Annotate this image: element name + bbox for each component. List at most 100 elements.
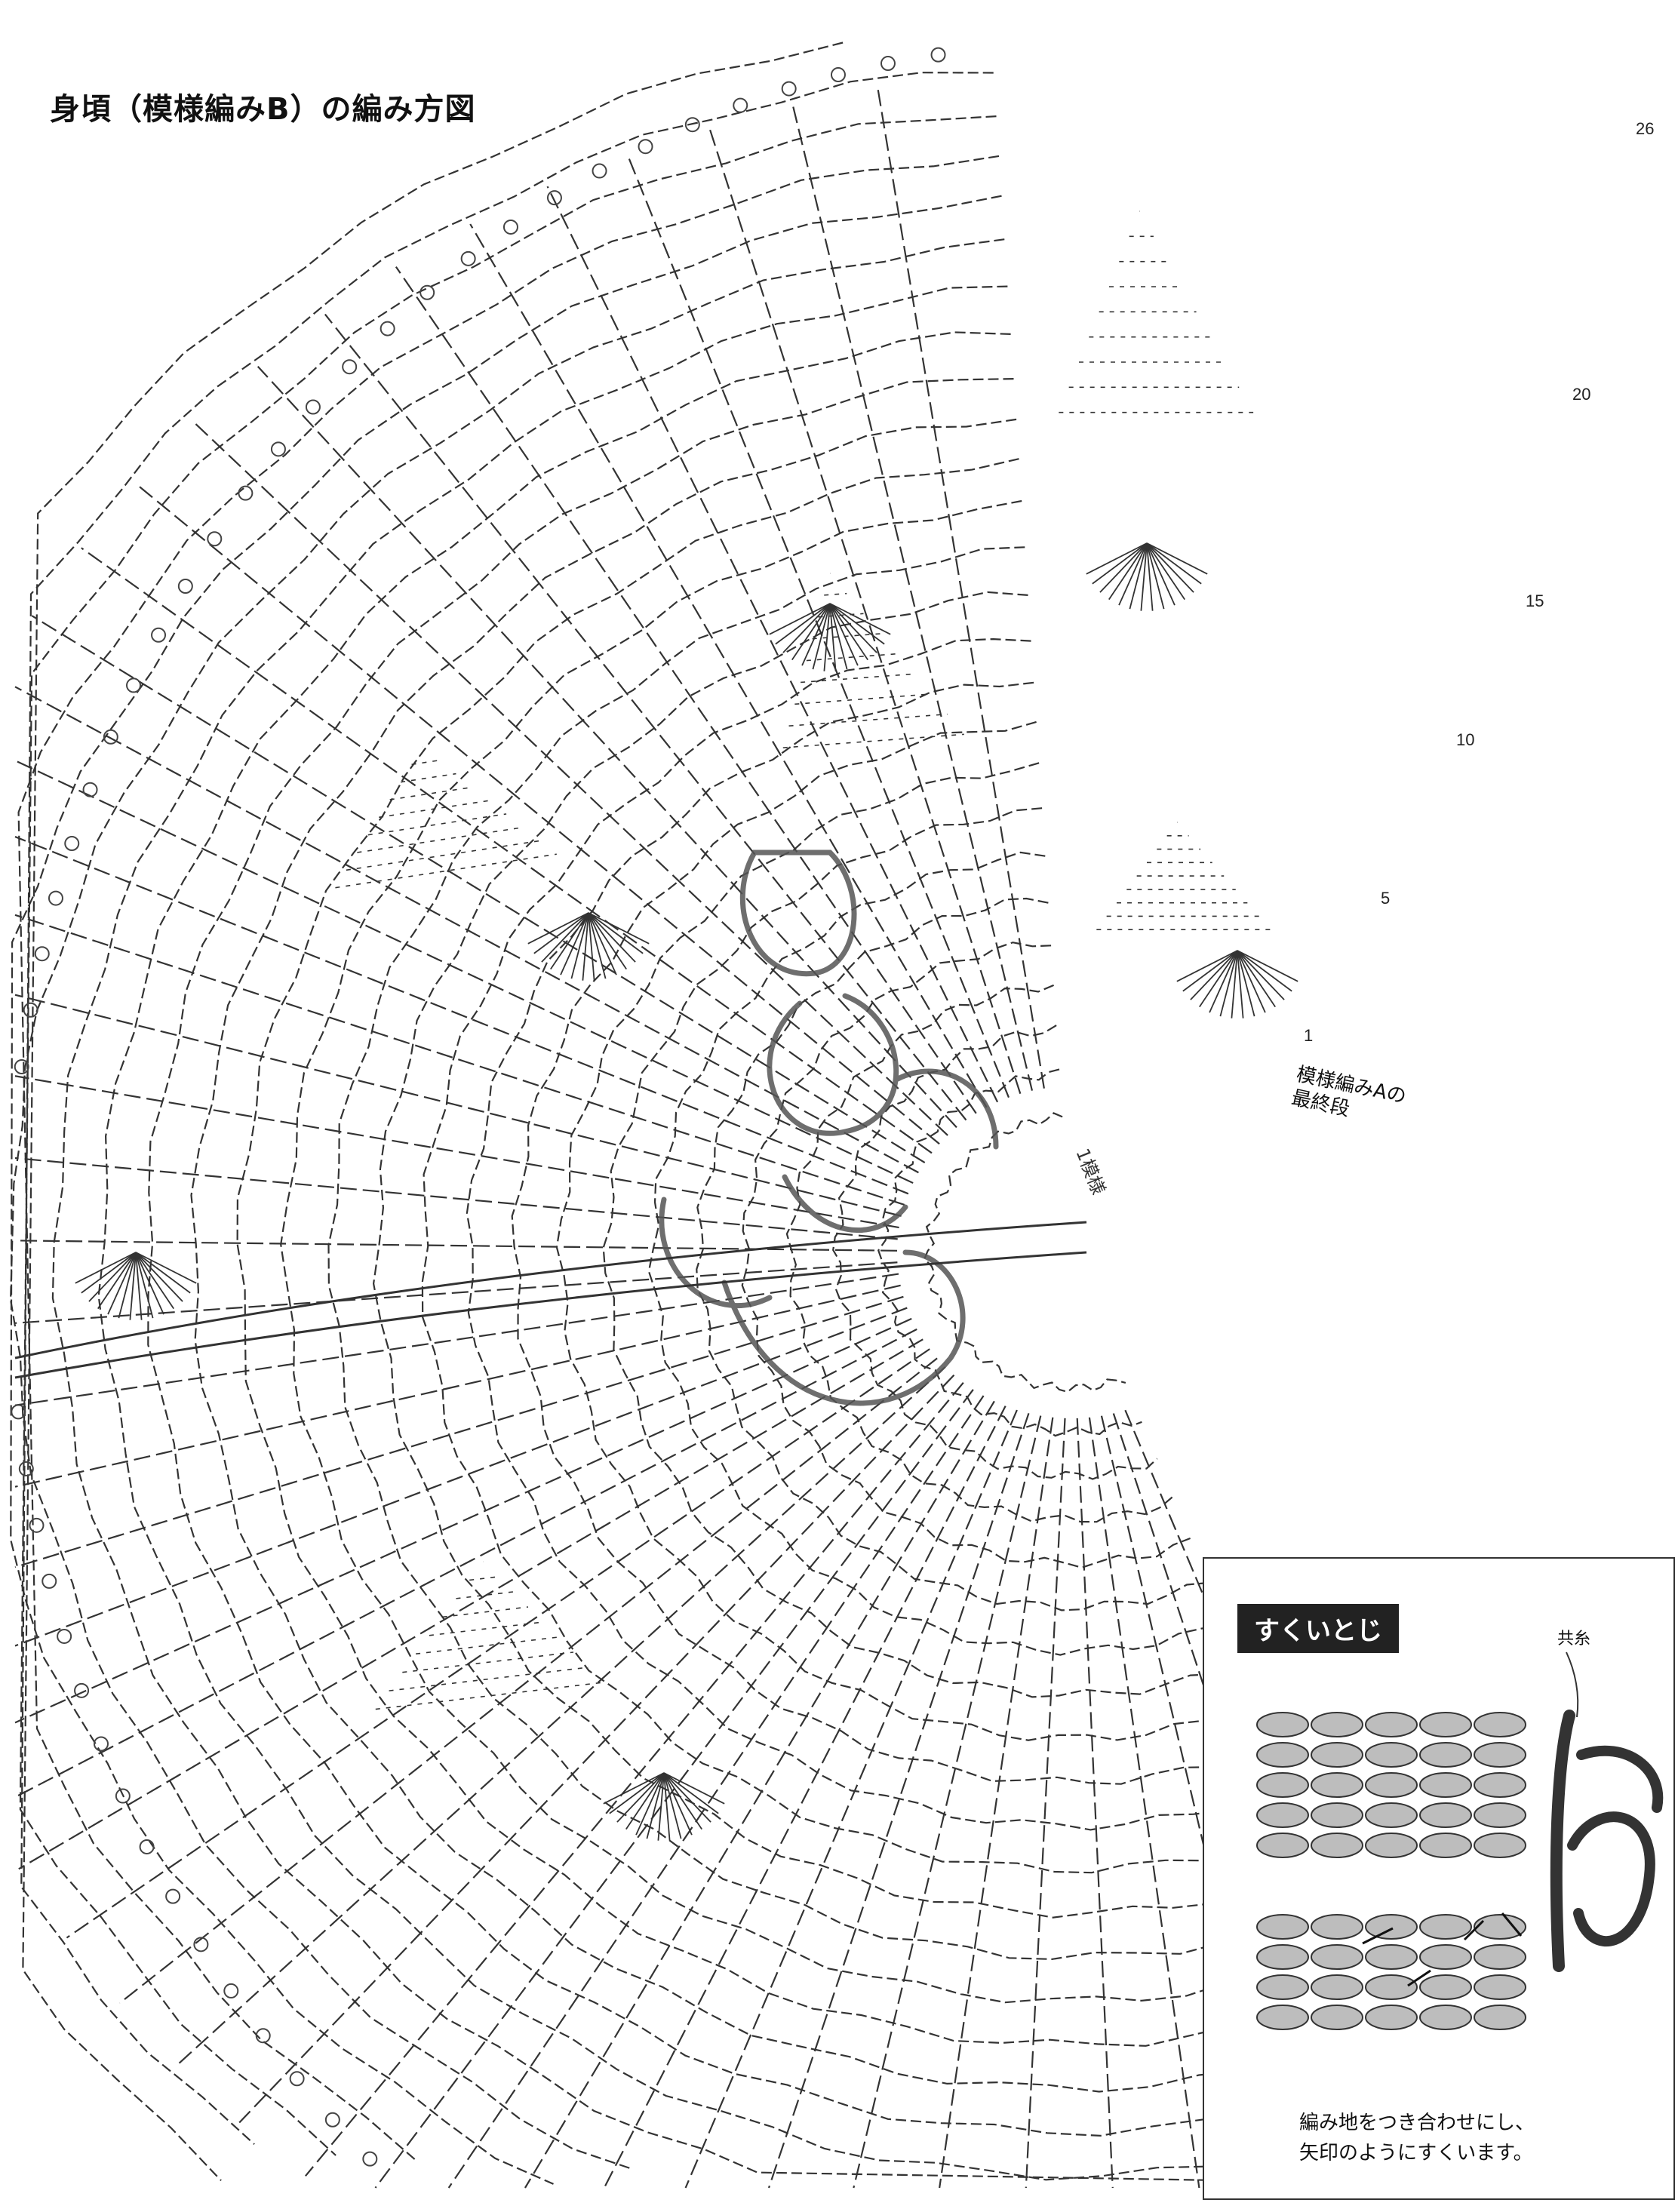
row-arc bbox=[924, 1112, 1126, 1393]
fan-stitch bbox=[663, 1772, 711, 1823]
scallop bbox=[139, 1839, 155, 1854]
scallop bbox=[592, 163, 607, 179]
fan-stitch bbox=[657, 1772, 665, 1841]
stitch-lines bbox=[9, 41, 1455, 2189]
knit-stitch bbox=[1419, 1772, 1472, 1798]
overlay-stroke bbox=[895, 1068, 999, 1150]
radial-stitch bbox=[14, 836, 909, 1195]
scallop bbox=[193, 1937, 209, 1952]
mesh-row bbox=[402, 1651, 574, 1673]
knit-stitch bbox=[1256, 1833, 1309, 1858]
row-arc bbox=[372, 591, 1329, 1919]
knit-stitch bbox=[1256, 2005, 1309, 2030]
row-arc bbox=[832, 1025, 1158, 1480]
scallop bbox=[420, 284, 435, 300]
knit-stitch bbox=[1419, 1914, 1472, 1940]
scallop bbox=[57, 1628, 72, 1644]
fan-stitch bbox=[588, 912, 607, 979]
fan-stitch bbox=[1237, 950, 1276, 1008]
knit-stitch bbox=[1419, 1974, 1472, 2000]
fan-stitch bbox=[1129, 542, 1148, 610]
overlay-stroke bbox=[767, 993, 899, 1136]
knit-stitch bbox=[1365, 1914, 1418, 1940]
scallop bbox=[305, 399, 321, 415]
fan-stitch bbox=[1237, 950, 1266, 1013]
fan-stitch bbox=[135, 1252, 183, 1302]
row-arc bbox=[280, 499, 1362, 2004]
scallop bbox=[207, 531, 223, 547]
row-arc bbox=[97, 331, 1430, 2181]
mesh-row bbox=[806, 653, 897, 662]
fan-stitch bbox=[1199, 950, 1238, 1008]
fan-stitch bbox=[1118, 542, 1148, 606]
inset-illustration bbox=[1256, 1651, 1664, 2030]
fan-stitch bbox=[135, 1252, 191, 1294]
fan-stitch bbox=[1092, 542, 1148, 585]
radial-stitch bbox=[14, 914, 905, 1206]
row-arc bbox=[466, 681, 1292, 1831]
scallop bbox=[380, 321, 395, 336]
fan-stitch bbox=[582, 912, 589, 981]
row-label-1: 1 bbox=[1304, 1026, 1314, 1045]
fan-stitch bbox=[782, 603, 831, 653]
radial-stitch bbox=[767, 1412, 1030, 2189]
knit-stitch bbox=[1311, 2005, 1363, 2030]
scallop bbox=[362, 2151, 378, 2167]
fan-stitch bbox=[527, 912, 589, 945]
inset-title: すくいとじ bbox=[1237, 1604, 1399, 1653]
radial-stitch bbox=[194, 422, 948, 1136]
mesh-row bbox=[812, 633, 880, 640]
row-arc bbox=[51, 285, 1448, 2183]
fan-stitch bbox=[829, 603, 891, 635]
scallop bbox=[880, 56, 896, 72]
radial-stitch bbox=[14, 1273, 899, 1406]
fan-stitch bbox=[97, 1252, 137, 1310]
knit-stitch bbox=[1365, 2005, 1418, 2030]
fan-stitch bbox=[1140, 542, 1148, 611]
fan-stitch bbox=[1190, 950, 1238, 1000]
radial-stitch bbox=[118, 1357, 938, 2005]
fan-stitch bbox=[829, 603, 859, 666]
knit-stitch bbox=[1365, 1944, 1418, 1970]
fan-stitch bbox=[829, 603, 868, 661]
fan-stitch bbox=[1237, 950, 1255, 1017]
scallop bbox=[29, 1517, 45, 1533]
knit-stitch bbox=[1419, 1944, 1472, 1970]
caption-line2: 矢印のようにすくいます。 bbox=[1299, 2142, 1533, 2164]
row-label-20: 20 bbox=[1572, 385, 1591, 404]
scallop bbox=[638, 139, 653, 155]
center-divider-band-inner bbox=[14, 1251, 1087, 1379]
fan-stitch bbox=[616, 1772, 665, 1823]
overlay-stroke bbox=[721, 1249, 966, 1406]
radial-stitch bbox=[546, 186, 999, 1103]
scallop bbox=[34, 946, 50, 962]
fan-stitch bbox=[801, 603, 831, 666]
mesh-row bbox=[788, 713, 948, 727]
knit-stitch bbox=[1474, 1712, 1526, 1737]
fan-stitch bbox=[588, 912, 636, 963]
radial-stitch bbox=[1076, 1418, 1114, 2189]
radial-stitch bbox=[18, 1338, 924, 1870]
mesh-row bbox=[379, 800, 490, 819]
radial-stitch bbox=[14, 1075, 899, 1229]
row-arc bbox=[327, 546, 1346, 1961]
radial-stitch bbox=[238, 1374, 955, 2124]
scallop bbox=[324, 2112, 340, 2128]
scallop bbox=[781, 81, 797, 97]
fan-stitch bbox=[541, 912, 589, 963]
scallop bbox=[830, 67, 846, 83]
radial-stitch bbox=[524, 1400, 995, 2189]
row-arc bbox=[785, 984, 1174, 1523]
knit-stitch bbox=[1311, 1974, 1363, 2000]
row-arc bbox=[20, 72, 994, 2146]
scallop bbox=[103, 729, 118, 745]
scallop bbox=[460, 250, 476, 266]
fan-stitch bbox=[663, 1772, 719, 1814]
row-arc bbox=[602, 807, 1244, 1698]
knit-stitch bbox=[1311, 1712, 1363, 1737]
knit-fabric-top bbox=[1256, 1712, 1526, 1858]
scallop bbox=[342, 359, 358, 375]
fan-stitch bbox=[1146, 542, 1165, 610]
row-arc bbox=[236, 458, 1377, 2047]
knit-stitch bbox=[1474, 1833, 1526, 1858]
